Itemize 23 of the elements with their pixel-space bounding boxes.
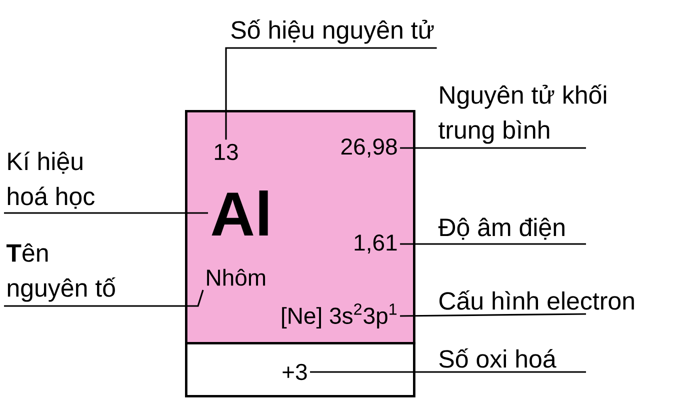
leader-line	[400, 243, 586, 245]
callout-label: Số oxi hoá	[439, 348, 556, 368]
leader-line	[225, 47, 437, 140]
element-value: +3	[282, 364, 307, 380]
element-value: Nhôm	[207, 268, 266, 286]
element-value: 1,61	[354, 234, 397, 254]
callout-label: Độ âm điện	[438, 218, 564, 240]
leader-line	[400, 147, 586, 149]
element-symbol: Al	[212, 190, 268, 236]
callout-label: Kí hiệu hoá học	[8, 152, 94, 209]
element-box	[185, 110, 416, 344]
oxidation-cell	[185, 342, 416, 398]
element-value: 26,98	[341, 138, 397, 158]
element-value: [Ne] 3s$^{2}$3p$^{1}$	[282, 303, 397, 328]
callout-label: Nguyên tử khối trung bình	[438, 84, 606, 144]
leader-line	[310, 371, 586, 373]
leader-line	[4, 290, 204, 307]
callout-label: Số hiệu nguyên tử	[231, 19, 434, 44]
callout-label: Cấu hình electron	[439, 290, 634, 310]
element-value: 13	[214, 144, 238, 160]
leader-line	[400, 313, 586, 317]
leader-line	[4, 212, 208, 214]
callout-label: Tên nguyên tố	[6, 243, 116, 302]
